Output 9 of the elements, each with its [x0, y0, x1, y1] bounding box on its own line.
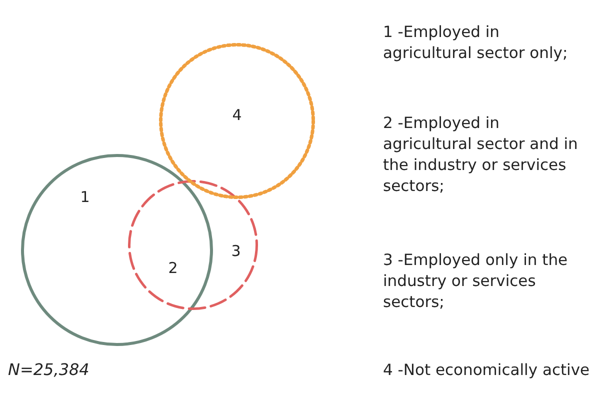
- category-description: 4 -Not economically active: [383, 360, 591, 381]
- category-description: 3 -Employed only in the industry or services sectors;: [383, 250, 569, 313]
- category-description: 2 -Employed in agricultural sector and in the industry or services sectors;: [383, 113, 579, 197]
- region-number: 1: [80, 188, 90, 206]
- sample-size: N=25,384: [8, 360, 90, 379]
- category-description: 1 -Employed in agricultural sector only;: [383, 22, 569, 64]
- region-number: 2: [168, 259, 178, 277]
- region-number: 4: [232, 106, 242, 124]
- region-number: 3: [231, 242, 241, 260]
